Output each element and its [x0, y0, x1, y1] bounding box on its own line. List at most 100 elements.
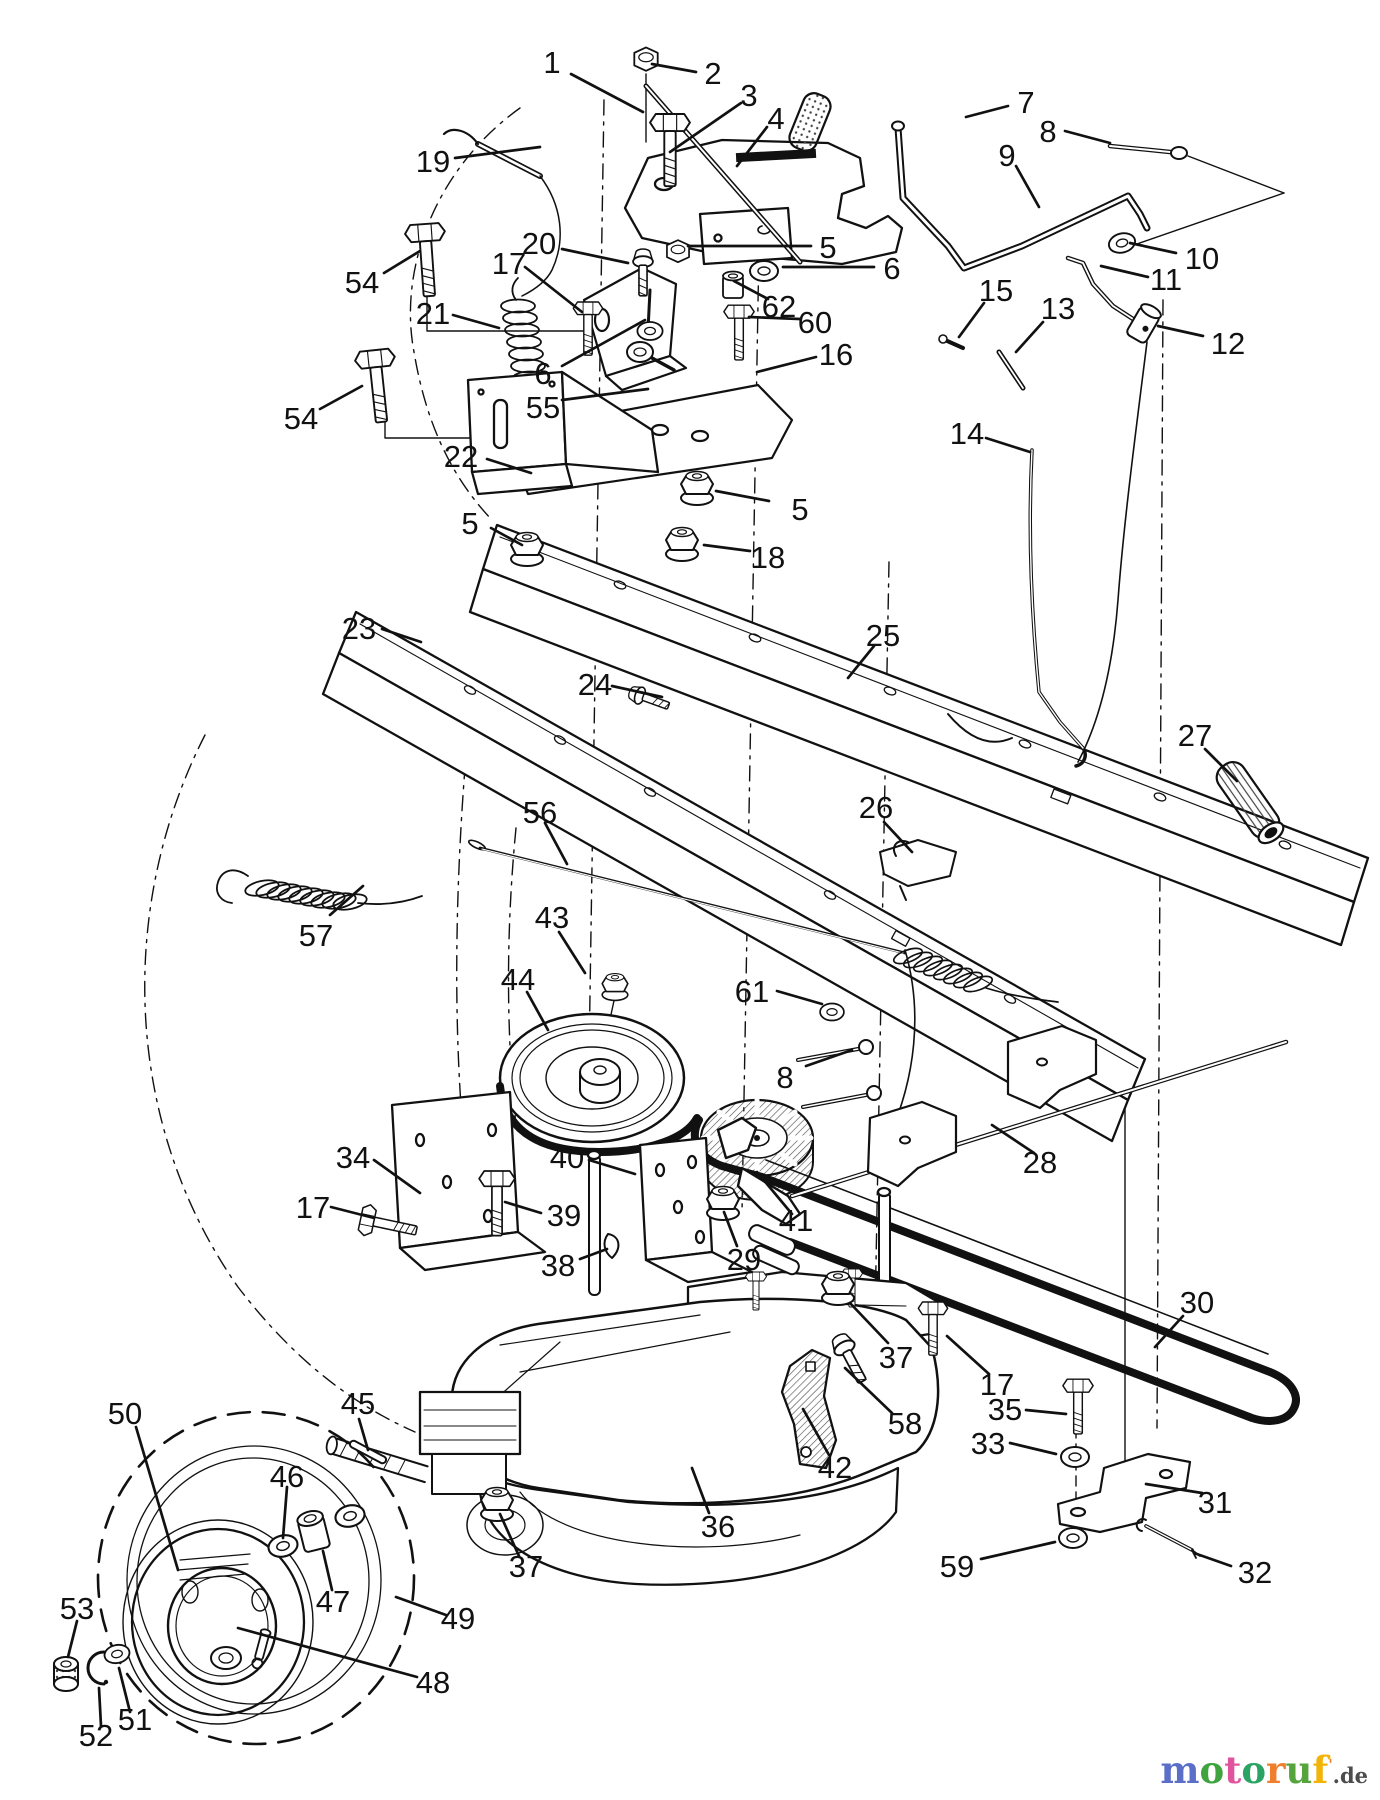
- callout-leader-51: [117, 1666, 132, 1714]
- callout-label-5: 5: [819, 230, 836, 265]
- callout-label-40: 40: [550, 1140, 584, 1175]
- callout-label-7: 7: [1017, 85, 1034, 120]
- callout-leader-10: [1128, 241, 1178, 255]
- callout-leader-4: [735, 125, 769, 168]
- callout-leader-49: [394, 1595, 448, 1617]
- callout-leader-57: [328, 884, 365, 917]
- callout-label-45: 45: [341, 1386, 375, 1421]
- cable-turnbuckle: [442, 128, 561, 297]
- callout-leader-17: [329, 1205, 376, 1220]
- link-55: [626, 341, 676, 372]
- callout-label-49: 49: [441, 1601, 475, 1636]
- logo-suffix: .de: [1332, 1763, 1368, 1788]
- callout-label-55: 55: [526, 390, 560, 425]
- brake-strap-42: [780, 1348, 838, 1470]
- callout-leader-2: [650, 62, 698, 74]
- callout-label-19: 19: [416, 144, 450, 179]
- callout-label-31: 31: [1198, 1485, 1232, 1520]
- callout-leader-11: [1099, 264, 1150, 279]
- logo-letter: f: [1312, 1748, 1329, 1792]
- callout-leader-33: [1008, 1441, 1058, 1456]
- shift-lever: [891, 120, 1151, 272]
- callout-leader-8: [1063, 129, 1112, 145]
- callout-label-8: 8: [776, 1060, 793, 1095]
- callout-leader-8: [804, 1048, 854, 1068]
- callout-label-5: 5: [791, 492, 808, 527]
- callout-leader-55: [560, 387, 650, 402]
- callout-label-27: 27: [1178, 718, 1212, 753]
- callout-label-43: 43: [535, 900, 569, 935]
- shaft-key: [603, 1233, 800, 1276]
- logo-letter: o: [1199, 1748, 1225, 1792]
- upper-bracket: [623, 138, 904, 266]
- callout-label-2: 2: [704, 56, 721, 91]
- callout-leader-23: [380, 627, 423, 644]
- callout-leader-27: [1203, 747, 1239, 783]
- callout-leader-19: [453, 145, 542, 160]
- mount-bracket-40: [638, 1136, 754, 1284]
- callout-leader-58: [843, 1366, 894, 1415]
- callout-label-1: 1: [543, 45, 560, 80]
- callout-label-57: 57: [299, 918, 333, 953]
- callout-label-53: 53: [60, 1591, 94, 1626]
- frame-rail-right: [468, 523, 1370, 947]
- callout-leader-59: [979, 1540, 1057, 1561]
- callout-leader-34: [372, 1158, 422, 1195]
- callout-label-58: 58: [888, 1406, 922, 1441]
- callout-leader-37: [848, 1301, 890, 1345]
- callout-label-38: 38: [541, 1248, 575, 1283]
- callout-label-48: 48: [416, 1665, 450, 1700]
- callout-leader-7: [964, 104, 1010, 119]
- callout-label-9: 9: [998, 138, 1015, 173]
- callout-leader-12: [1156, 324, 1205, 338]
- callout-leader-30: [1153, 1314, 1185, 1349]
- callout-leader-5: [489, 526, 524, 547]
- callout-leader-39: [503, 1200, 543, 1215]
- callout-leader-29: [722, 1210, 739, 1248]
- logo-sup-mark: ': [1328, 1757, 1333, 1774]
- logo-letter: r: [1266, 1748, 1286, 1792]
- callout-label-17: 17: [980, 1367, 1014, 1402]
- callout-label-14: 14: [950, 416, 984, 451]
- anchor-bracket-31: [1056, 1452, 1192, 1534]
- callout-label-60: 60: [798, 305, 832, 340]
- callout-label-11: 11: [1150, 262, 1182, 297]
- callout-label-54: 54: [284, 401, 318, 436]
- callout-label-26: 26: [859, 790, 893, 825]
- callout-leader-42: [801, 1407, 831, 1457]
- callout-leader-25: [846, 644, 876, 680]
- callout-leader-46: [281, 1485, 289, 1540]
- callout-leader-52: [97, 1686, 103, 1728]
- hanger-panel-26: [879, 839, 957, 901]
- callout-leader-17: [523, 265, 584, 314]
- callout-leader-3: [668, 101, 743, 154]
- callout-leader-15: [957, 301, 986, 339]
- callout-label-4: 4: [767, 101, 784, 136]
- callout-leader-62: [732, 279, 770, 301]
- callout-leader-60: [747, 315, 802, 321]
- callout-leader-14: [984, 436, 1032, 454]
- callout-leader-45: [357, 1417, 370, 1452]
- callout-label-20: 20: [522, 226, 556, 261]
- callout-label-15: 15: [979, 273, 1013, 308]
- callout-leader-36: [690, 1466, 711, 1515]
- spring-61: [892, 947, 1059, 1003]
- callout-label-34: 34: [336, 1140, 370, 1175]
- cable-ferrule: [1126, 303, 1162, 344]
- callout-label-59: 59: [940, 1549, 974, 1584]
- extension-spring-57: [216, 869, 423, 911]
- callout-leader-40: [587, 1158, 637, 1176]
- callout-leader-13: [1014, 320, 1045, 354]
- callout-label-61: 61: [735, 974, 769, 1009]
- callout-leader-54: [382, 249, 422, 275]
- callout-label-23: 23: [342, 611, 376, 646]
- callout-label-30: 30: [1180, 1285, 1214, 1320]
- callout-leader-1: [569, 72, 645, 114]
- callout-label-16: 16: [819, 337, 853, 372]
- callout-leader-17: [945, 1334, 991, 1376]
- logo-letter: u: [1285, 1748, 1313, 1792]
- callout-label-42: 42: [818, 1450, 852, 1485]
- callout-label-41: 41: [779, 1203, 813, 1238]
